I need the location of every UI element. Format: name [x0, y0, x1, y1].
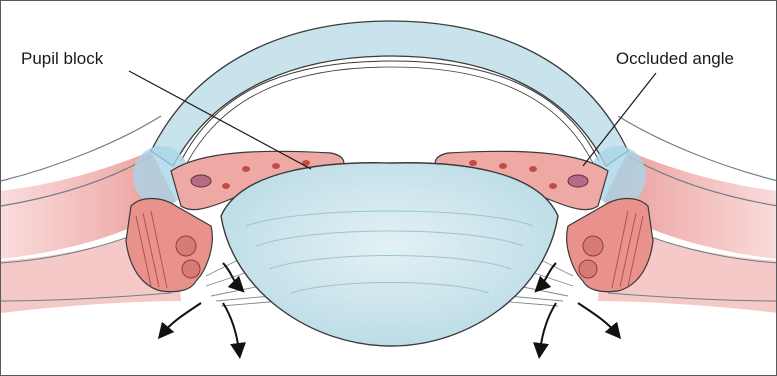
aqueous-flow-arrow [540, 303, 556, 351]
lens [221, 163, 558, 346]
pupil-block-label: Pupil block [21, 49, 103, 69]
aqueous-flow-arrow [223, 263, 239, 287]
occluded-angle-label: Occluded angle [616, 49, 734, 69]
aqueous-flow-arrow [223, 303, 239, 351]
aqueous-flow-arrow [578, 303, 616, 333]
aqueous-flow-arrow [163, 303, 201, 333]
aqueous-flow-arrow [540, 263, 556, 287]
